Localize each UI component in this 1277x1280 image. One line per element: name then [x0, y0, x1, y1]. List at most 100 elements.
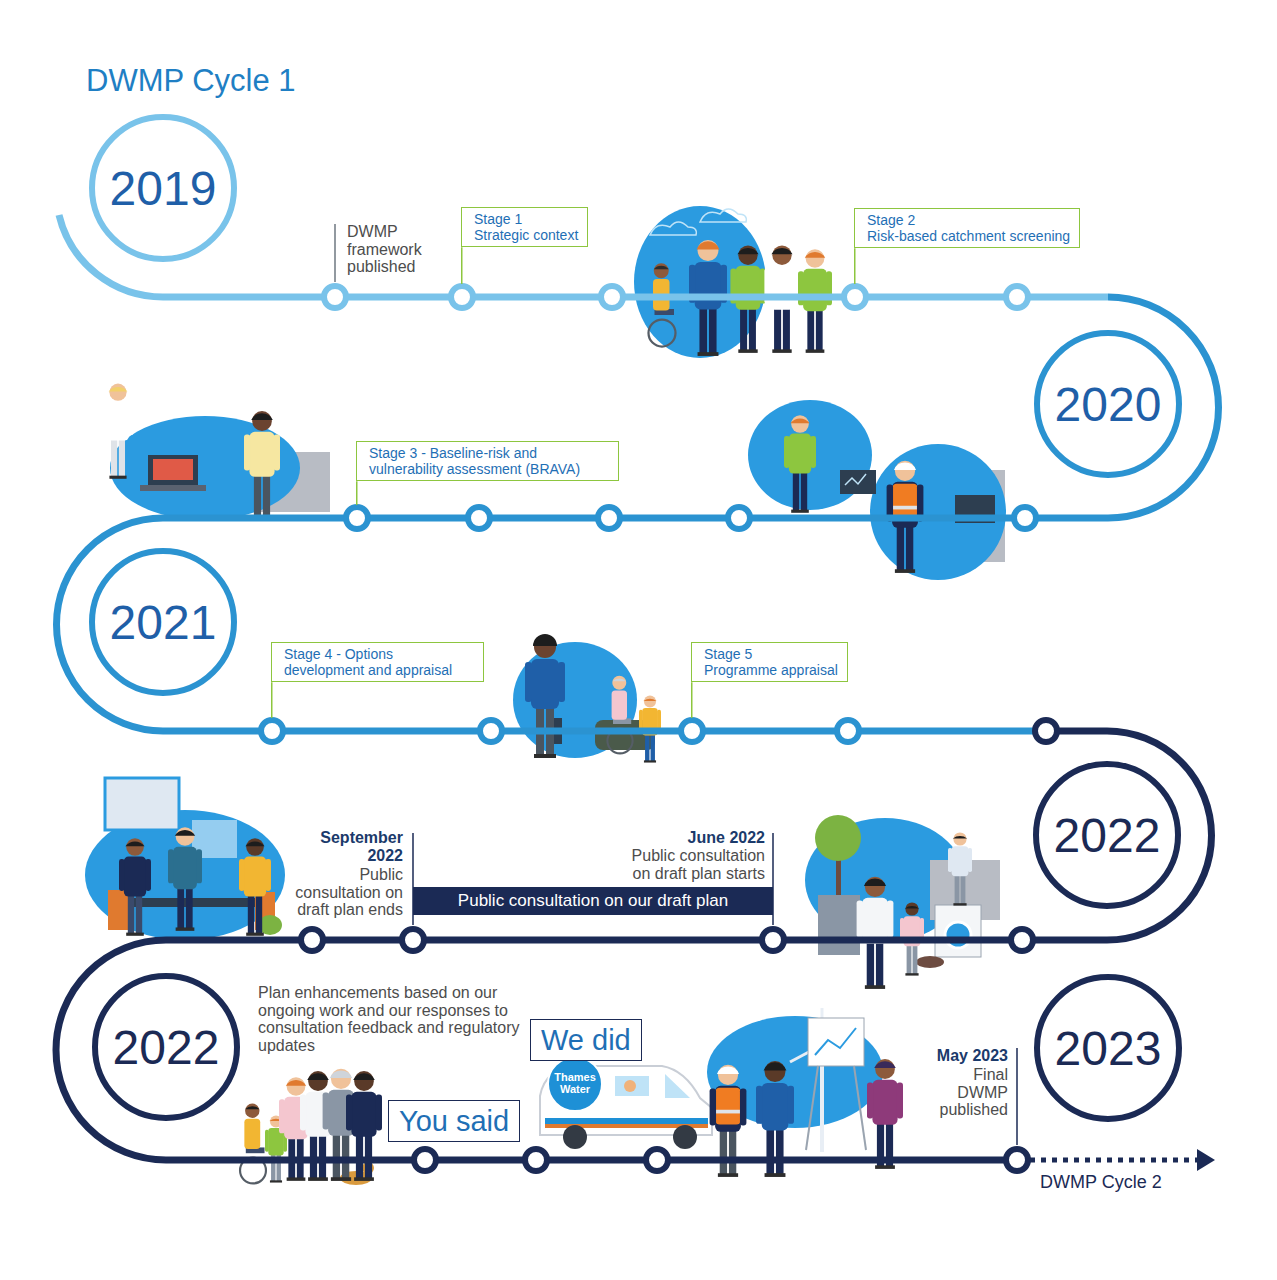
art-rect [905, 973, 918, 975]
art-circle [354, 1071, 374, 1091]
stage-leader [854, 248, 856, 284]
art-circle [728, 507, 750, 529]
callout-box: We did [530, 1019, 642, 1061]
art-rect [300, 1095, 306, 1131]
art-rect [331, 1177, 351, 1181]
art-path [612, 678, 626, 681]
art-path [1030, 1158, 1197, 1163]
art-circle [673, 1125, 697, 1149]
art-rect [865, 985, 885, 989]
art-rect [124, 857, 146, 897]
art-rect [818, 895, 860, 955]
node-text: You said [399, 1103, 509, 1139]
stage-box: Stage 3 - Baseline-risk and vulnerabilit… [356, 441, 619, 481]
art-path [175, 830, 195, 836]
art-rect [765, 1173, 786, 1177]
art-ellipse [707, 1016, 883, 1128]
art-rect [111, 437, 117, 478]
art-path [654, 266, 669, 269]
node-text: Risk-based catchment screening [867, 228, 1070, 244]
art-path [57, 297, 1219, 731]
art-circle [402, 929, 424, 951]
art-polyline [845, 474, 866, 485]
art-rect [126, 933, 144, 936]
art-path [643, 699, 656, 701]
timeline-label: Plan enhancements based on our ongoing w… [258, 984, 520, 1054]
art-rect [270, 1180, 282, 1182]
art-rect [952, 846, 969, 876]
art-circle [1035, 720, 1057, 742]
art-g [525, 634, 565, 758]
art-rect [867, 1083, 873, 1119]
illustration-blobs [85, 206, 1006, 1128]
art-rect [897, 524, 904, 572]
timeline-label: June 2022 [615, 829, 765, 847]
art-rect [720, 1128, 727, 1176]
timeline-label: DWMP framework published [347, 223, 442, 276]
art-path [771, 248, 792, 254]
art-g [857, 877, 894, 989]
art-ellipse [110, 416, 300, 520]
art-g [607, 676, 632, 754]
art-rect [308, 1177, 328, 1181]
art-rect [140, 485, 206, 491]
art-circle [815, 815, 861, 861]
year-circle: 2023 [1034, 974, 1182, 1122]
art-rect [867, 940, 874, 988]
node-text: Stage 4 - Options development and apprai… [284, 646, 474, 678]
art-rect [783, 306, 790, 352]
art-rect [102, 404, 107, 435]
art-circle [601, 286, 623, 308]
art-rect [145, 859, 151, 891]
art-path [805, 252, 825, 258]
art-path [953, 836, 967, 838]
art-rect [709, 306, 717, 355]
art-circle [468, 507, 490, 529]
art-circle [953, 832, 966, 845]
art-rect [612, 690, 627, 719]
art-circle [738, 246, 757, 265]
timeline-label: Public consultation on draft plan starts [619, 847, 765, 882]
art-rect [254, 473, 261, 520]
art-g [244, 411, 280, 521]
art-rect [342, 1132, 349, 1180]
art-rect [968, 848, 972, 872]
art-rect [897, 1083, 903, 1119]
stage-leader [356, 481, 358, 505]
node-text: 2021 [110, 595, 217, 650]
art-rect [651, 733, 655, 762]
art-rect [766, 1127, 774, 1176]
art-rect [531, 659, 559, 709]
stage-box: Stage 5Programme appraisal [691, 642, 848, 682]
node-text: 2020 [1055, 377, 1162, 432]
art-rect [263, 473, 270, 520]
art-rect [787, 1086, 794, 1124]
art-rect [119, 437, 125, 478]
art-rect [645, 733, 649, 762]
art-g [948, 832, 972, 905]
stage-box: Stage 1Strategic context [461, 207, 588, 247]
art-rect [789, 434, 811, 474]
art-rect [196, 849, 202, 883]
art-polygon [665, 1074, 690, 1098]
art-rect [173, 847, 197, 890]
consultation-band: Public consultation on our draft plan [413, 887, 773, 915]
timeline-label: September 2022 [291, 829, 403, 864]
art-rect [168, 849, 174, 883]
art-rect [810, 436, 816, 468]
art-ellipse [870, 444, 1006, 580]
art-circle [324, 286, 346, 308]
art-rect [108, 890, 128, 930]
art-line [854, 1066, 866, 1150]
art-rect [887, 901, 893, 938]
art-circle [414, 1149, 436, 1171]
art-g [102, 384, 133, 479]
art-circle [762, 929, 784, 951]
stage-leader [691, 682, 693, 718]
art-path [109, 387, 128, 391]
art-circle [844, 286, 866, 308]
art-circle [806, 249, 825, 268]
stage-leader [271, 682, 273, 718]
art-rect [698, 352, 719, 356]
